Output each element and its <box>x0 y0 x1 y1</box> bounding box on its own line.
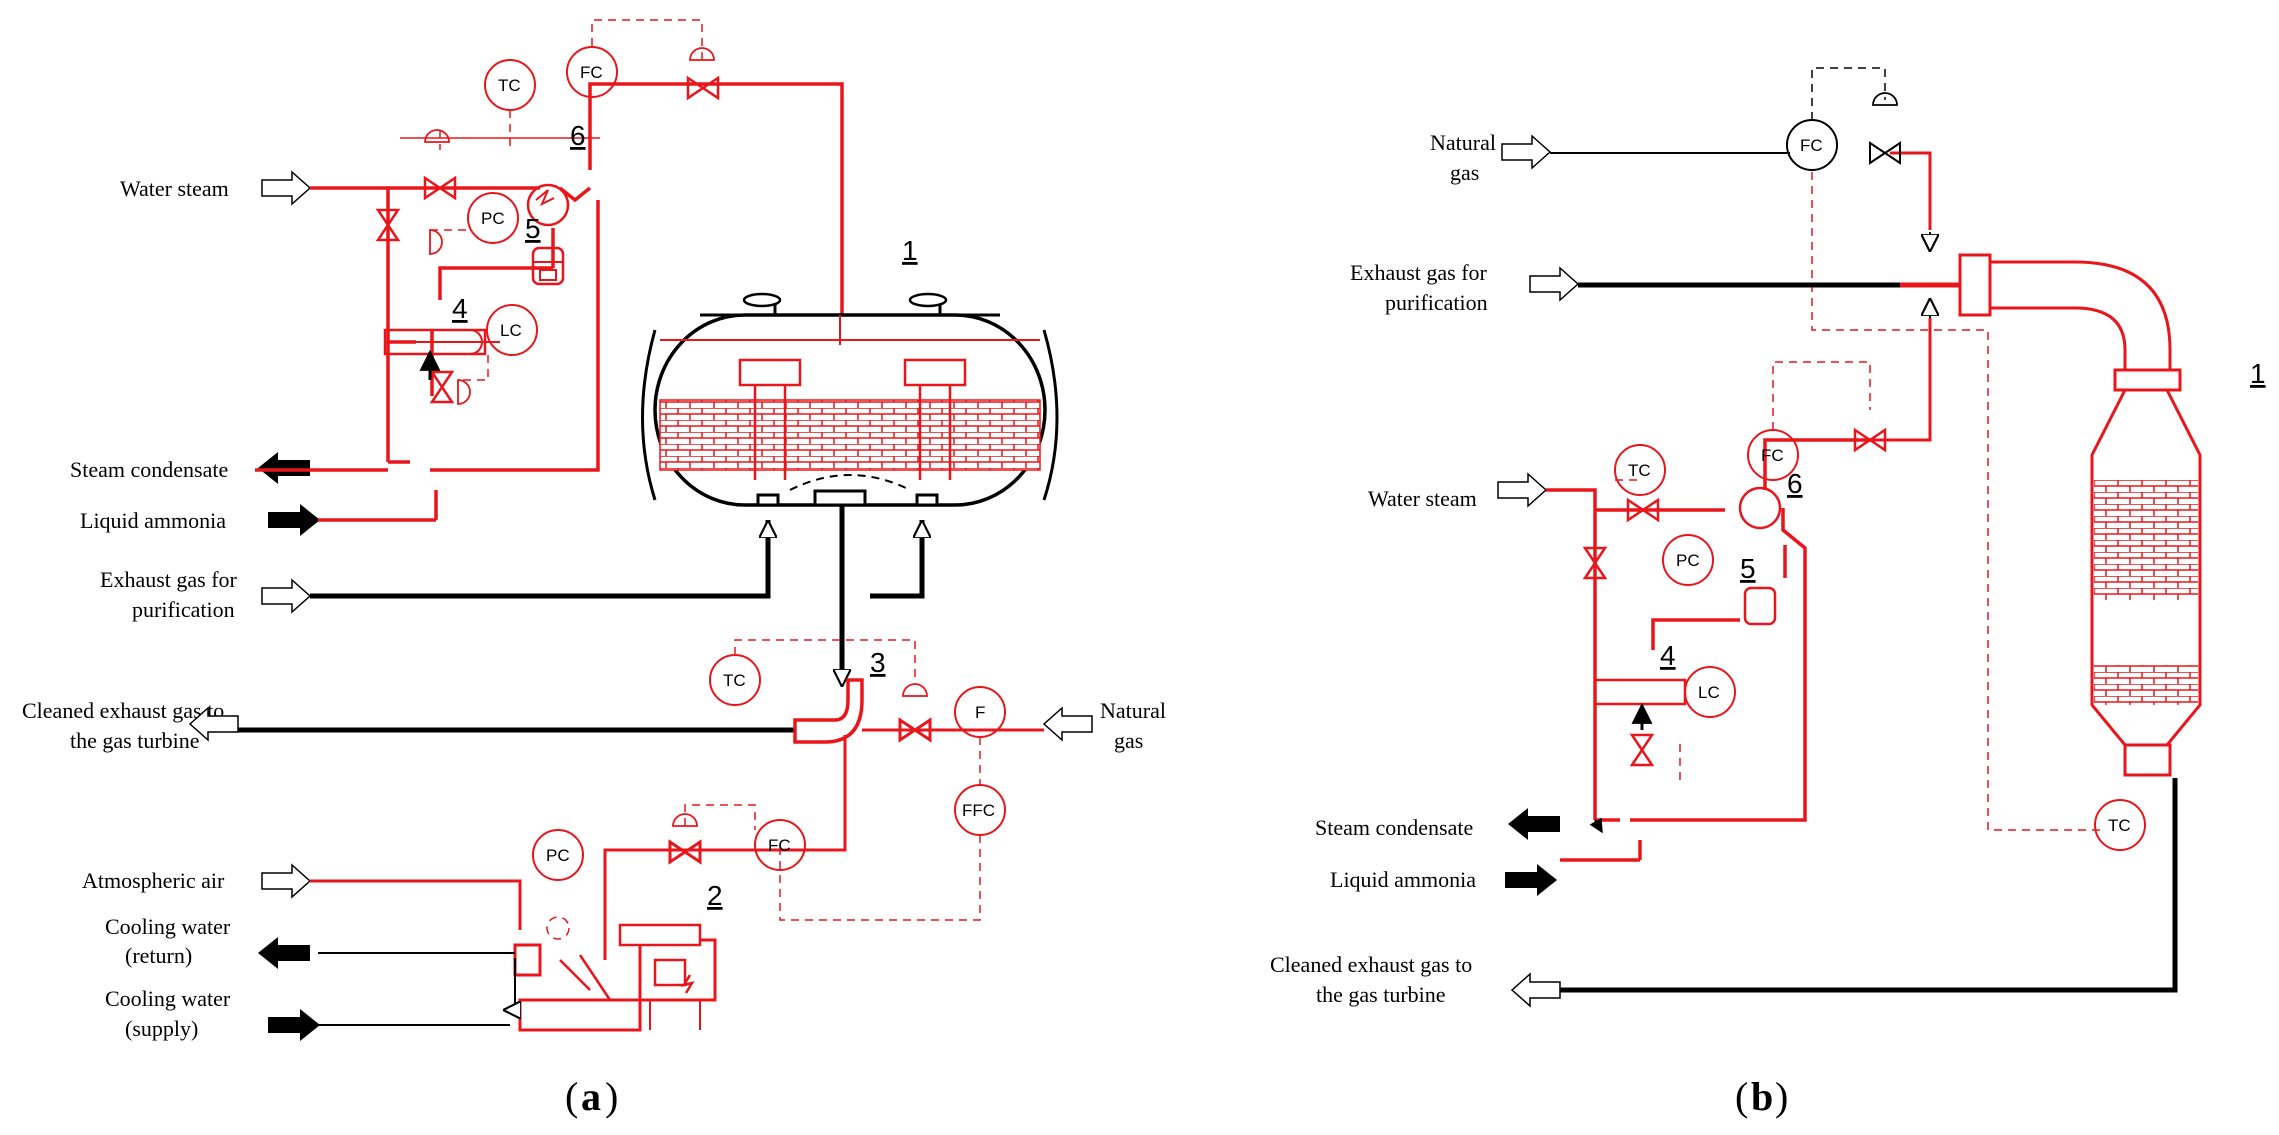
label-cooling-return-1: Cooling water <box>105 914 231 939</box>
inlet-arrow-ammonia <box>268 504 320 536</box>
inlet-arrow-natural-gas <box>1042 706 1093 742</box>
label-cooling-return-2: (return) <box>125 943 192 968</box>
air-piping-a <box>310 735 847 960</box>
svg-text:(: ( <box>1735 1074 1748 1119</box>
svg-text:(: ( <box>565 1074 578 1119</box>
b-outlet-arrow-cleaned <box>1510 972 1561 1008</box>
svg-text:): ) <box>1775 1074 1788 1119</box>
outlet-arrow-cleaned <box>188 706 239 742</box>
inlet-arrow-water-steam <box>261 170 312 206</box>
label-unit-5: 5 <box>525 213 541 244</box>
instrument-lc <box>486 304 538 356</box>
svg-text:LC: LC <box>1698 683 1720 702</box>
b-evaporator-4 <box>1593 678 1687 706</box>
pump-5 <box>531 246 565 286</box>
superheater-6 <box>526 183 570 227</box>
label-b-natural-gas-2: gas <box>1450 160 1479 185</box>
instrument-pc <box>467 192 519 244</box>
instrument-fc-low <box>754 819 806 871</box>
compressor-2 <box>513 923 717 1032</box>
svg-text:PC: PC <box>1676 551 1700 570</box>
label-b-liquid-ammonia: Liquid ammonia <box>1330 867 1476 892</box>
inlet-arrow-air <box>261 863 312 899</box>
b-instrument-tc-low <box>2094 799 2146 851</box>
svg-text:TC: TC <box>723 671 746 690</box>
label-cleaned-2: the gas turbine <box>70 728 200 753</box>
b-instrument-lc <box>1684 666 1736 718</box>
label-natural-gas-1: Natural <box>1100 698 1166 723</box>
panel-a: Water steam Steam condensate Liquid ammo… <box>22 19 1166 1119</box>
label-exhaust-gas-1: Exhaust gas for <box>100 567 238 592</box>
label-steam-condensate: Steam condensate <box>70 457 228 482</box>
inlet-arrow-exhaust <box>261 578 312 614</box>
b-inlet-arrow-natural-gas <box>1501 134 1552 170</box>
instrument-pc-low <box>532 829 584 881</box>
label-b-unit-4: 4 <box>1660 640 1676 671</box>
label-unit-3: 3 <box>870 647 886 678</box>
b-instrument-tc <box>1614 444 1666 496</box>
label-b-exhaust-2: purification <box>1385 290 1488 315</box>
b-inlet-arrow-ammonia <box>1505 864 1557 896</box>
panel-b: Natural gas Exhaust gas for purification… <box>1270 67 2266 1119</box>
svg-text:F: F <box>975 703 985 722</box>
b-inlet-arrow-water-steam <box>1497 472 1548 508</box>
caption-b: b <box>1751 1074 1773 1119</box>
svg-text:PC: PC <box>481 209 505 228</box>
label-unit-4: 4 <box>452 293 468 324</box>
label-unit-6: 6 <box>570 120 586 151</box>
b-superheater-6 <box>1738 486 1782 530</box>
label-cleaned-1: Cleaned exhaust gas to <box>22 698 224 723</box>
mixer-3 <box>793 678 864 744</box>
svg-text:TC: TC <box>498 76 521 95</box>
reactor-1-vertical: 1 <box>1870 253 2266 777</box>
svg-text:FC: FC <box>580 63 603 82</box>
label-water-steam: Water steam <box>120 176 229 201</box>
label-b-cleaned-2: the gas turbine <box>1316 982 1446 1007</box>
b-instrument-pc <box>1662 534 1714 586</box>
svg-text:PC: PC <box>546 846 570 865</box>
reactor-1-horizontal: 1 <box>641 235 1059 507</box>
exhaust-piping-a <box>238 505 925 733</box>
svg-text:FFC: FFC <box>962 801 995 820</box>
label-unit-1: 1 <box>902 235 918 266</box>
b-pump-5 <box>1743 586 1777 626</box>
label-cooling-supply-2: (supply) <box>125 1016 198 1041</box>
outlet-arrow-cooling-return <box>258 937 310 969</box>
svg-text:FC: FC <box>1761 446 1784 465</box>
label-unit-2: 2 <box>707 880 723 911</box>
svg-text:TC: TC <box>2108 816 2131 835</box>
label-b-cleaned-1: Cleaned exhaust gas to <box>1270 952 1472 977</box>
instrument-fc-top <box>566 46 618 98</box>
label-cooling-supply-1: Cooling water <box>105 986 231 1011</box>
label-b-unit-6: 6 <box>1787 468 1803 499</box>
outlet-arrow-condensate <box>258 452 310 484</box>
label-exhaust-gas-2: purification <box>132 597 235 622</box>
label-atmospheric-air: Atmospheric air <box>82 868 225 893</box>
label-b-water-steam: Water steam <box>1368 486 1477 511</box>
label-b-steam-condensate: Steam condensate <box>1315 815 1473 840</box>
label-liquid-ammonia: Liquid ammonia <box>80 508 226 533</box>
svg-text:TC: TC <box>1628 461 1651 480</box>
label-b-unit-1: 1 <box>2250 358 2266 389</box>
label-b-exhaust-1: Exhaust gas for <box>1350 260 1488 285</box>
label-natural-gas-2: gas <box>1114 728 1143 753</box>
b-steam-piping <box>1546 438 1870 862</box>
instruments-top-a: TC FC PC LC <box>400 19 715 405</box>
label-b-unit-5: 5 <box>1740 553 1756 584</box>
b-inlet-arrow-exhaust <box>1529 266 1580 302</box>
svg-text:LC: LC <box>500 321 522 340</box>
natural-gas-piping-a <box>862 717 1044 743</box>
svg-text:): ) <box>605 1074 618 1119</box>
svg-text:FC: FC <box>1800 136 1823 155</box>
svg-text:FC: FC <box>768 836 791 855</box>
caption-a: a <box>581 1074 601 1119</box>
steam-valves-a <box>375 75 720 404</box>
b-outlet-arrow-condensate <box>1508 808 1560 840</box>
label-b-natural-gas-1: Natural <box>1430 130 1496 155</box>
inlet-arrow-cooling-supply <box>268 1009 320 1041</box>
